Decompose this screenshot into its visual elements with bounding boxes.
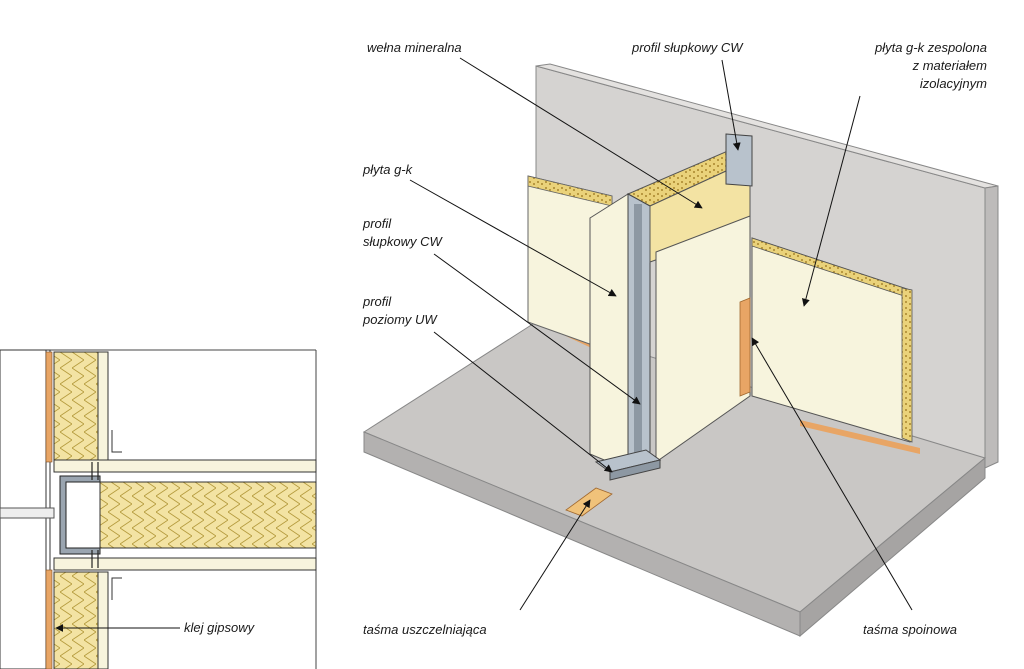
label-welna-mineralna: wełna mineralna xyxy=(367,40,462,55)
section-detail xyxy=(0,349,317,669)
label-plyta-gk: płyta g-k xyxy=(363,162,413,177)
label-plyta-zespolona-3: izolacyjnym xyxy=(919,76,987,91)
label-profil-cw-2: słupkowy CW xyxy=(363,234,442,249)
label-tasma-spoinowa: taśma spoinowa xyxy=(863,622,957,637)
label-profil-slupkowy-cw-top: profil słupkowy CW xyxy=(632,40,743,55)
label-tasma-uszczelniajaca: taśma uszczelniająca xyxy=(363,622,487,637)
label-plyta-zespolona-2: z materiałem xyxy=(912,58,987,73)
label-profil-uw-2: poziomy UW xyxy=(363,312,437,327)
label-klej-gipsowy: klej gipsowy xyxy=(184,620,255,635)
label-profil-uw-1: profil xyxy=(363,294,392,309)
label-plyta-zespolona-1: płyta g-k zespolona xyxy=(874,40,987,55)
iso-view xyxy=(362,57,999,638)
label-profil-cw-1: profil xyxy=(363,216,392,231)
